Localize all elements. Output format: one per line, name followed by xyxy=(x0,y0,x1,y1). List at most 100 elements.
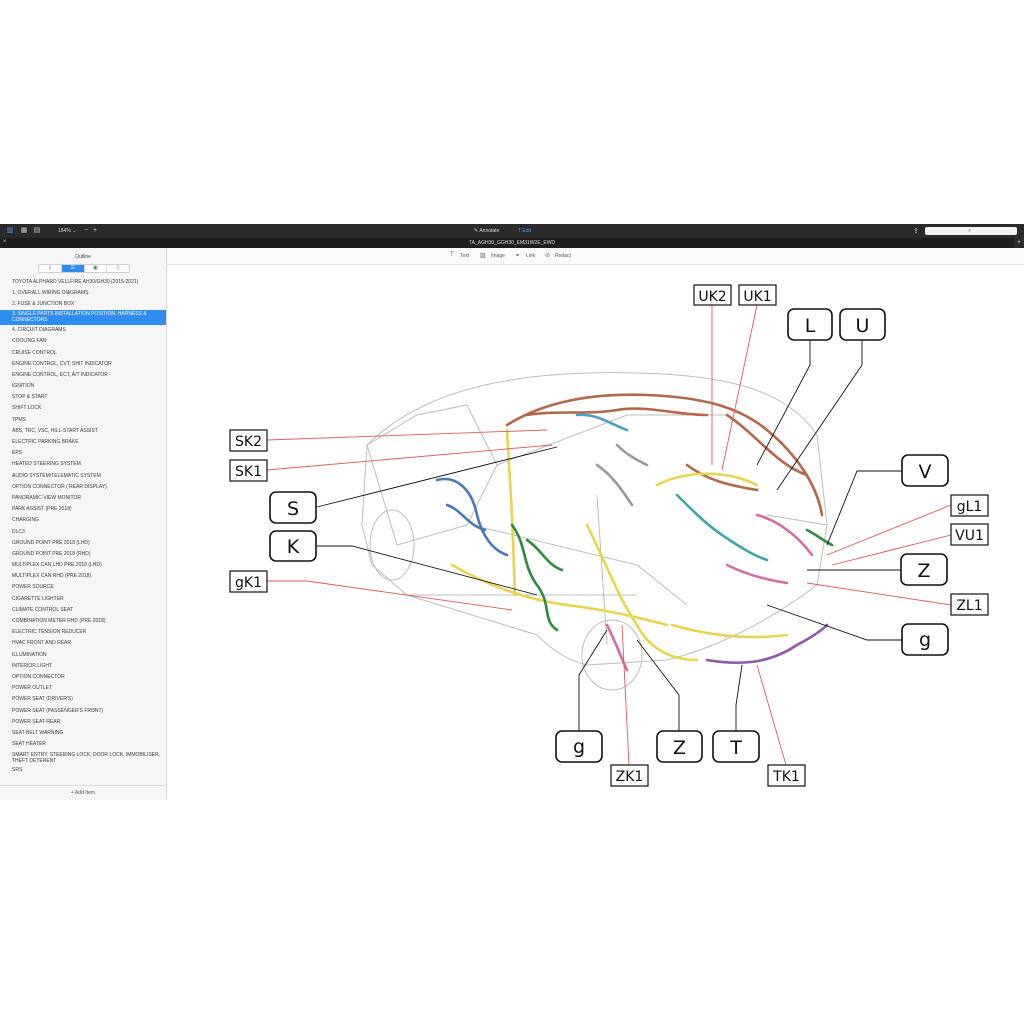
label-u[interactable]: U xyxy=(839,308,886,341)
outline-item[interactable]: GROUND POINT PRE 2018 (LHD) xyxy=(12,539,90,546)
label-g-right[interactable]: g xyxy=(901,623,949,656)
label-boxes: UK2 UK1 L U SK2 SK1 S K gK1 V gL1 VU1 Z … xyxy=(229,284,989,787)
label-sk2[interactable]: SK2 xyxy=(229,429,268,452)
label-sk1[interactable]: SK1 xyxy=(229,459,268,482)
outline-item[interactable]: MULTIPLEX CAN RHD (PRE 2018) xyxy=(12,573,92,580)
outline-item[interactable]: EPS xyxy=(12,450,23,457)
label-z-right[interactable]: Z xyxy=(900,553,948,586)
harness-rear xyxy=(605,513,829,672)
outline-item[interactable]: CIGARETTE LIGHTER xyxy=(12,595,64,602)
label-l[interactable]: L xyxy=(787,308,833,341)
outline-item[interactable]: CLIMATE CONTROL SEAT xyxy=(12,606,74,613)
outline-item[interactable]: ENGINE CONTROL, ECT, A/T INDICATOR xyxy=(12,371,108,378)
outline-item[interactable]: SMART ENTRY, STEERING LOCK, DOOR LOCK, I… xyxy=(12,752,160,765)
svg-text:TK1: TK1 xyxy=(772,769,800,785)
label-k[interactable]: K xyxy=(269,530,317,562)
add-tab-button[interactable]: + xyxy=(1014,238,1024,248)
add-item-button[interactable]: + Add Item xyxy=(70,790,96,796)
svg-text:K: K xyxy=(287,536,300,558)
outline-item[interactable]: SEAT HEATER xyxy=(12,741,46,748)
outline-item[interactable]: ELECTRIC TENSION REDUCER xyxy=(12,629,87,636)
outline-item[interactable]: 2. FUSE & JUNCTION BOX xyxy=(12,300,75,307)
label-t[interactable]: T xyxy=(712,730,760,763)
label-g-bottom[interactable]: g xyxy=(555,730,603,763)
text-tool-button[interactable]: Text xyxy=(460,253,470,259)
outline-item[interactable]: ELECTRIC PARKING BRAKE xyxy=(12,439,79,446)
label-v[interactable]: V xyxy=(901,454,949,487)
outline-item[interactable]: HVAC FRONT AND REAR xyxy=(12,640,71,647)
share-icon[interactable]: ⇪ xyxy=(913,228,919,235)
svg-text:ZK1: ZK1 xyxy=(616,769,644,785)
label-vu1[interactable]: VU1 xyxy=(950,523,989,546)
svg-text:U: U xyxy=(856,315,870,337)
close-icon[interactable]: × xyxy=(3,239,7,245)
outline-item[interactable]: CRUISE CONTROL xyxy=(12,349,57,356)
outline-item[interactable]: ILLUMINATION xyxy=(12,651,47,658)
outline-item[interactable]: DLC3 xyxy=(12,528,25,535)
search-input[interactable]: ⌕ xyxy=(925,227,1017,235)
label-uk1[interactable]: UK1 xyxy=(738,284,777,306)
document-canvas[interactable]: UK2 UK1 L U SK2 SK1 S K gK1 V gL1 VU1 Z … xyxy=(167,265,1024,800)
svg-text:UK2: UK2 xyxy=(698,289,726,305)
outline-item[interactable]: GROUND POINT PRE 2018 (RHD) xyxy=(12,550,91,557)
outline-list: TOYOTA ALPHARD VELLFIRE AH30/GH30 (2015-… xyxy=(0,276,166,775)
outline-item[interactable]: MULTIPLEX CAN LHD PRE 2018 (LHD) xyxy=(12,562,102,569)
label-gl1[interactable]: gL1 xyxy=(950,494,989,517)
zoom-out-button[interactable]: − xyxy=(84,227,89,234)
label-zl1[interactable]: ZL1 xyxy=(950,593,989,616)
outline-item[interactable]: POWER SOURCE xyxy=(12,584,54,591)
outline-item[interactable]: ABS, TRC, VSC, HILL-START ASSIST xyxy=(12,427,98,434)
outline-item[interactable]: OPTION CONNECTOR ( REAR DISPLAY) xyxy=(12,483,107,490)
label-uk2[interactable]: UK2 xyxy=(693,284,732,306)
label-s[interactable]: S xyxy=(269,491,317,524)
redact-tool-button[interactable]: Redact xyxy=(555,253,571,259)
outline-item[interactable]: SEAT BELT WARNING xyxy=(12,729,64,736)
outline-item[interactable]: SHIFT LOCK xyxy=(12,405,42,412)
outline-item[interactable]: INTERIOR LIGHT xyxy=(12,662,53,669)
page-icon[interactable]: ▯ xyxy=(116,265,120,271)
outline-item[interactable]: IGNITION xyxy=(12,383,35,390)
outline-item[interactable]: COOLING FAN xyxy=(12,338,47,345)
outline-item[interactable]: OPTION CONNECTOR xyxy=(12,673,65,680)
outline-item[interactable]: PANORAMIC VIEW MONITOR xyxy=(12,494,81,501)
edit-button[interactable]: T Edit xyxy=(518,228,531,234)
outline-item[interactable]: POWER SEAT (DRIVER'S) xyxy=(12,696,73,703)
link-tool-button[interactable]: Link xyxy=(526,253,536,259)
annotate-button[interactable]: ✎ Annotate xyxy=(474,228,500,234)
image-icon[interactable]: ▣ xyxy=(85,265,108,272)
image-tool-button[interactable]: Image xyxy=(491,253,505,259)
label-gk1[interactable]: gK1 xyxy=(229,570,268,593)
svg-text:gL1: gL1 xyxy=(957,499,983,515)
outline-item[interactable]: SRS xyxy=(12,766,23,773)
label-tk1[interactable]: TK1 xyxy=(767,764,806,787)
zoom-in-button[interactable]: + xyxy=(93,227,98,234)
vehicle-outline xyxy=(361,372,828,691)
outline-item[interactable]: HEATED STEERING SYSTEM xyxy=(12,461,81,468)
outline-item[interactable]: 3. SINGLE PARTS INSTALLATION POSITION, H… xyxy=(0,309,166,325)
outline-item[interactable]: 4. CIRCUIT DIAGRAMS xyxy=(12,327,66,334)
outline-item[interactable]: POWER OUTLET xyxy=(12,685,53,692)
outline-item[interactable]: TOYOTA ALPHARD VELLFIRE AH30/GH30 (2015-… xyxy=(12,278,139,285)
label-z-bottom[interactable]: Z xyxy=(656,730,703,763)
outline-item[interactable]: POWER SEAT REAR xyxy=(12,718,61,725)
outline-item[interactable]: 1. OVERALL WIRING DIAGRAMS xyxy=(12,289,89,296)
outline-item[interactable]: POWER SEAT (PASSENGER'S FRONT) xyxy=(12,707,104,714)
outline-item[interactable]: COMBINATION METER RHD (PRE 2018) xyxy=(12,618,106,625)
outline-item[interactable]: CHARGING xyxy=(12,517,39,524)
svg-text:V: V xyxy=(919,461,932,483)
svg-text:g: g xyxy=(573,736,585,758)
thumbnail-grid-icon[interactable]: ▦ xyxy=(20,227,28,234)
label-zk1[interactable]: ZK1 xyxy=(610,764,649,787)
outline-item[interactable]: TPMS xyxy=(12,416,26,423)
outline-item[interactable]: AUDIO SYSTEM/TELEMATIC SYSTEM xyxy=(12,472,101,479)
outline-item[interactable]: STOP & START xyxy=(12,394,48,401)
page-layout-icon[interactable]: ▤ xyxy=(33,227,41,234)
svg-text:g: g xyxy=(919,629,931,651)
zoom-level[interactable]: 184% ⌄ xyxy=(58,228,77,234)
outline-icon[interactable]: ☰ xyxy=(61,265,85,272)
image-tool-icon: ▨ xyxy=(480,253,486,259)
sidebar-toggle-icon[interactable]: ▥ xyxy=(6,227,14,234)
outline-item[interactable]: ENGINE CONTROL, CVT, SHIT INDICATOR xyxy=(12,360,112,367)
bookmark-icon[interactable]: ▯ xyxy=(39,265,62,272)
outline-item[interactable]: PARK ASSIST (PRE 2018) xyxy=(12,506,72,513)
